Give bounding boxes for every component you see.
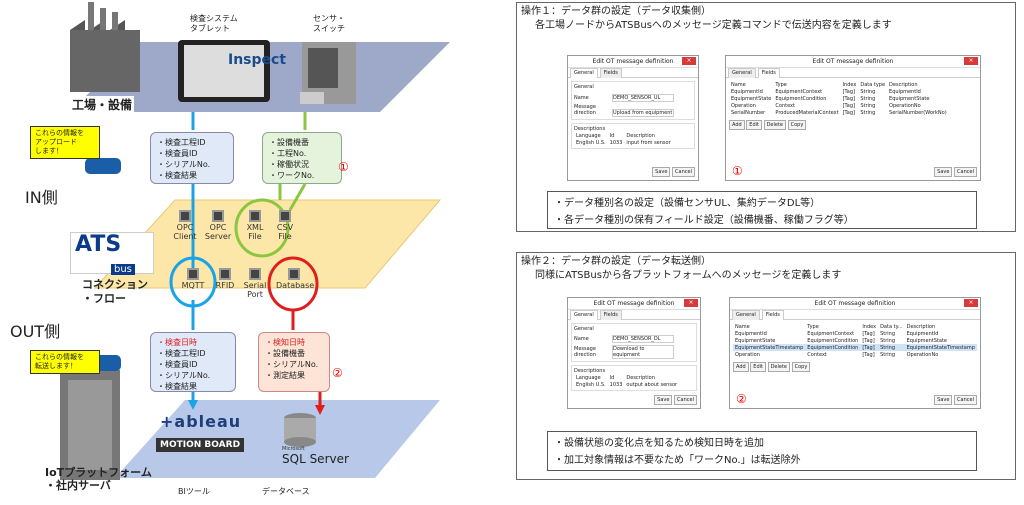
tab-fields[interactable]: Fields bbox=[757, 68, 780, 78]
operation-1-panel: 操作１：データ群の設定（データ収集側） 各工場ノードからATSBusへのメッセー… bbox=[516, 2, 1016, 232]
tab-fields[interactable]: Fields bbox=[761, 310, 784, 320]
factory-icon bbox=[70, 2, 140, 92]
bus-icon-in bbox=[85, 158, 121, 174]
connector-opc-client[interactable]: OPC Client bbox=[170, 210, 200, 241]
connector-database[interactable]: Database bbox=[276, 268, 314, 290]
connector-csv-file[interactable]: CSV File bbox=[270, 210, 300, 241]
tab-general[interactable]: General bbox=[728, 68, 756, 78]
edit-button[interactable]: Edit bbox=[750, 362, 766, 372]
tab-fields[interactable]: Fields bbox=[599, 68, 622, 78]
connector-xml-file[interactable]: XML File bbox=[240, 210, 270, 241]
op2-title: 操作２：データ群の設定（データ転送側） bbox=[521, 256, 711, 267]
add-button[interactable]: Add bbox=[729, 120, 745, 130]
tableau-logo: +ableau bbox=[160, 412, 242, 431]
direction-select[interactable]: Download to equipment bbox=[612, 345, 674, 359]
iot-platform-label: IoTプラットフォーム ・社内サーバ bbox=[45, 466, 152, 492]
sqlserver-ms: Microsoft bbox=[282, 446, 305, 452]
motionboard-logo: MOTION BOARD bbox=[156, 438, 245, 452]
connector-serial-port[interactable]: Serial Port bbox=[240, 268, 270, 299]
name-input[interactable]: DEMO_SENSOR_UL bbox=[612, 94, 674, 102]
close-icon[interactable]: × bbox=[682, 57, 696, 65]
op1-subtitle: 各工場ノードからATSBusへのメッセージ定義コマンドで伝送内容を定義します bbox=[535, 20, 892, 31]
name-input[interactable]: DEMO_SENSOR_DL bbox=[612, 335, 674, 343]
cancel-button[interactable]: Cancel bbox=[954, 395, 977, 405]
connection-flow-label: コネクション ・フロー bbox=[82, 278, 148, 305]
connector-opc-server[interactable]: OPC Server bbox=[203, 210, 233, 241]
copy-button[interactable]: Copy bbox=[787, 120, 807, 130]
close-icon[interactable]: × bbox=[964, 299, 978, 307]
cancel-button[interactable]: Cancel bbox=[672, 167, 695, 177]
save-button[interactable]: Save bbox=[654, 395, 673, 405]
machine-icon bbox=[300, 42, 356, 104]
marker-1: ① bbox=[732, 164, 743, 178]
callout-upload: これらの情報を アップロード します！ bbox=[30, 126, 100, 159]
bi-tool-label: BIツール bbox=[178, 487, 210, 496]
database-label: データベース bbox=[262, 487, 310, 496]
op2-subtitle: 同様にATSBusから各プラットフォームへのメッセージを定義します bbox=[535, 270, 842, 281]
op1-title: 操作１：データ群の設定（データ収集側） bbox=[521, 6, 711, 17]
delete-button[interactable]: Delete bbox=[763, 120, 786, 130]
op1-description: ・データ種別名の設定（設備センサUL、集約データDL等） ・各データ種別の保有フ… bbox=[547, 191, 977, 229]
in-data-box-sensor: ・設備機番 ・工程No. ・稼働状況 ・ワークNo. bbox=[262, 132, 342, 184]
edit-button[interactable]: Edit bbox=[746, 120, 762, 130]
connector-mqtt[interactable]: MQTT bbox=[178, 268, 208, 290]
tab-fields[interactable]: Fields bbox=[599, 310, 622, 320]
operation-2-panel: 操作２：データ群の設定（データ転送側） 同様にATSBusから各プラットフォーム… bbox=[516, 252, 1016, 480]
op2-description: ・設備状態の変化点を知るため検知日時を追加 ・加工対象情報は不要なため「ワークN… bbox=[547, 431, 977, 471]
factory-label: 工場・設備 bbox=[70, 96, 135, 113]
marker-2: ② bbox=[332, 366, 343, 380]
inspect-logo: Inspect bbox=[228, 52, 287, 68]
connector-rfid[interactable]: RFID bbox=[210, 268, 240, 290]
label-inspection-tablet: 検査システム タブレット bbox=[190, 14, 238, 33]
sqlserver-logo: SQL Server bbox=[282, 452, 349, 466]
cancel-button[interactable]: Cancel bbox=[954, 167, 977, 177]
copy-button[interactable]: Copy bbox=[791, 362, 811, 372]
direction-select[interactable]: Upload from equipment bbox=[612, 109, 674, 117]
marker-1: ① bbox=[338, 160, 349, 174]
tab-general[interactable]: General bbox=[570, 310, 598, 320]
in-side-label: IN側 bbox=[25, 188, 58, 207]
label-sensor-switch: センサ・ スイッチ bbox=[313, 14, 345, 33]
close-icon[interactable]: × bbox=[684, 299, 698, 307]
save-button[interactable]: Save bbox=[934, 167, 953, 177]
out-data-box-inspection: ・検査日時 ・検査工程ID ・検査員ID ・シリアルNo. ・検査結果 bbox=[150, 332, 236, 392]
building-icon bbox=[60, 370, 120, 480]
save-button[interactable]: Save bbox=[934, 395, 953, 405]
tab-general[interactable]: General bbox=[732, 310, 760, 320]
add-button[interactable]: Add bbox=[733, 362, 749, 372]
marker-2: ② bbox=[736, 392, 747, 406]
save-button[interactable]: Save bbox=[652, 167, 671, 177]
cancel-button[interactable]: Cancel bbox=[674, 395, 697, 405]
close-icon[interactable]: × bbox=[964, 57, 978, 65]
out-side-label: OUT側 bbox=[10, 322, 61, 341]
in-data-box-inspection: ・検査工程ID ・検査員ID ・シリアルNo. ・検査結果 bbox=[150, 132, 234, 184]
out-data-box-sensor: ・検知日時 ・設備機番 ・シリアルNo. ・測定結果 bbox=[258, 332, 330, 392]
ats-bus-logo: ATS bus bbox=[70, 232, 154, 275]
platform-plane bbox=[115, 400, 440, 478]
tab-general[interactable]: General bbox=[570, 68, 598, 78]
callout-transfer: これらの情報を 転送します！ bbox=[30, 350, 100, 374]
left-diagram-shapes bbox=[60, 2, 450, 480]
delete-button[interactable]: Delete bbox=[767, 362, 790, 372]
